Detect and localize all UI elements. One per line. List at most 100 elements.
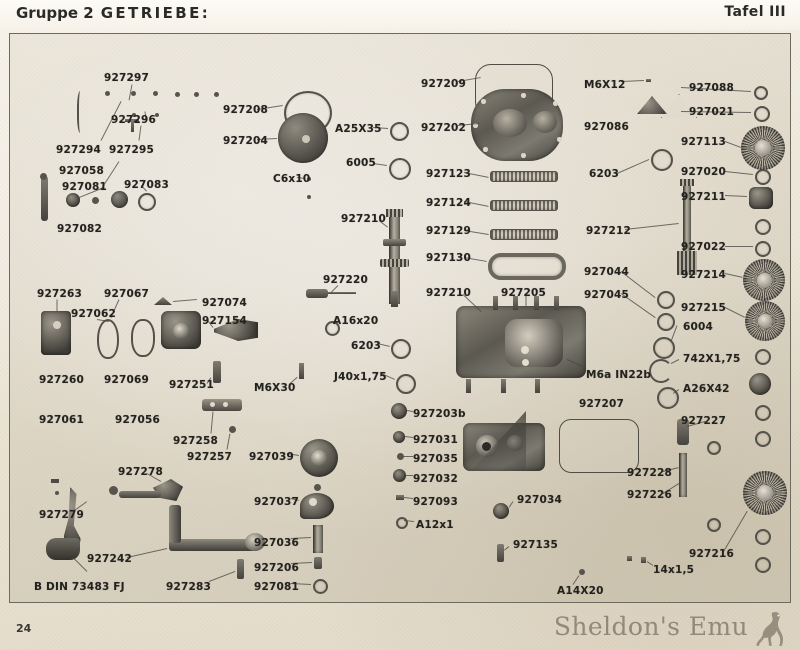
leader-line: [724, 273, 744, 278]
leader-line: [616, 159, 650, 174]
housing-stud: [535, 379, 540, 393]
pin-927036: [313, 525, 323, 553]
part-label: 927154: [202, 315, 248, 327]
housing-stud: [501, 379, 506, 393]
washer-927022: [755, 241, 771, 257]
gear-small: [66, 193, 80, 207]
cam-927037: [300, 493, 334, 519]
washer-r4: [755, 349, 771, 365]
part-label: 927031: [413, 434, 459, 446]
part-label: 927036: [254, 537, 300, 549]
leader-line: [404, 436, 414, 438]
part-label: 927034: [517, 494, 563, 506]
leader-line: [406, 475, 413, 476]
housing-stud: [513, 296, 518, 310]
snapring-742: [649, 359, 673, 383]
part-label: A25X35: [335, 123, 382, 135]
part-label: 927113: [681, 136, 727, 148]
oilseal-a26x42: [657, 387, 679, 409]
part-label: 927204: [223, 135, 269, 147]
part-label: 6005: [346, 157, 377, 169]
part-label: 927202: [421, 122, 467, 134]
washer-927020: [755, 169, 771, 185]
nut-r12: [627, 556, 632, 561]
washer-927044: [657, 291, 675, 309]
leader-line: [724, 195, 748, 197]
part-label: 742X1,75: [683, 353, 741, 365]
part-label: 927022: [681, 241, 727, 253]
part-label: 927258: [173, 435, 219, 447]
part-label: 927226: [627, 489, 673, 501]
washer-r1: [754, 86, 768, 100]
part-label: 6203: [351, 340, 382, 352]
leader-line: [508, 501, 514, 508]
part-label: A26X42: [683, 383, 730, 395]
part-label: 927093: [413, 496, 459, 508]
part-label: 927083: [124, 179, 170, 191]
housing-hole-b: [522, 359, 529, 366]
leader-line: [226, 433, 231, 450]
part-label: 927206: [254, 562, 300, 574]
pin-927283: [237, 559, 244, 579]
drum-hub: [311, 450, 327, 466]
detent-927074: [154, 297, 172, 305]
layshaft-927212: [683, 183, 691, 275]
lever-arm: [41, 176, 48, 221]
washer-r10: [707, 441, 721, 455]
washer-r6: [755, 405, 771, 421]
kickstart-shaft-927226: [679, 453, 687, 497]
part-label: 927069: [104, 374, 150, 386]
leader-line: [724, 141, 742, 148]
shift-rod-bend: [169, 505, 181, 543]
plate-hole-1: [210, 402, 215, 407]
part-label: 927081: [254, 581, 300, 593]
part-label: 927021: [689, 106, 735, 118]
cover-bolt-hole: [483, 147, 488, 152]
spring-927062: [131, 319, 155, 357]
screw-m6x12-head: [646, 79, 651, 82]
washer-927045: [657, 313, 675, 331]
part-label: 927228: [627, 467, 673, 479]
needle-cage-927123: [490, 171, 558, 182]
shaft-end: [391, 291, 398, 307]
washer-927257: [229, 426, 236, 433]
nut-a14x20: [579, 569, 585, 575]
header-band: [0, 0, 800, 30]
washer-r9: [755, 557, 771, 573]
housing-stud: [466, 379, 471, 393]
cover-bore-right: [533, 111, 557, 133]
footer-page-number: 24: [16, 622, 32, 635]
part-label: 927227: [681, 415, 727, 427]
small-washer: [194, 92, 199, 97]
part-label: 927295: [109, 144, 155, 156]
shaft-spline: [386, 209, 403, 217]
part-label: C6x10: [273, 173, 311, 185]
part-label: 927129: [426, 225, 472, 237]
layshaft-gear: [677, 251, 697, 275]
ring-nut: [138, 193, 156, 211]
leader-line: [138, 125, 142, 141]
gear-hub-927214: [757, 273, 772, 288]
part-label: 927067: [104, 288, 150, 300]
part-label: 927294: [56, 144, 102, 156]
seal-j40: [396, 374, 416, 394]
cam-927037-hole: [309, 498, 317, 506]
leader-line: [56, 299, 58, 312]
tool-rod: [328, 292, 356, 294]
pin-shank: [131, 120, 134, 132]
housing-stud: [493, 296, 498, 310]
leader-line: [670, 359, 680, 364]
bearing-6203-right: [651, 149, 673, 171]
housing-hole-a: [521, 346, 529, 354]
layshaft-spline: [680, 179, 694, 186]
leader-line: [722, 511, 748, 553]
part-label: 927088: [689, 82, 735, 94]
part-label: 927062: [71, 308, 117, 320]
lever-pin: [53, 321, 61, 329]
washer-r3: [755, 219, 771, 235]
part-label: 927044: [584, 266, 630, 278]
leader-line: [126, 548, 168, 558]
gear-hub-927216: [757, 485, 773, 501]
part-label: 927257: [187, 451, 233, 463]
cover-bolt-hole: [481, 99, 486, 104]
